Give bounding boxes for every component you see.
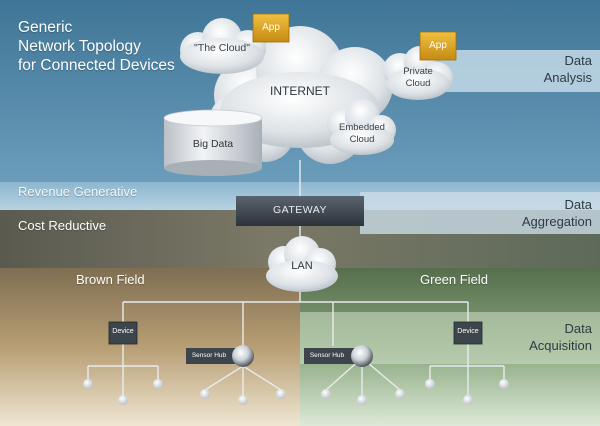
data-aggregation-line-1: Data [564,197,592,212]
big-data-label: Big Data [192,138,234,150]
internet-label: INTERNET [270,84,330,98]
title-line-2: Network Topology [18,38,141,55]
embedded-cloud-line-1: Embedded [339,122,385,133]
data-analysis-label: Data Analysis [492,52,592,86]
device-box-left [108,321,138,345]
revenue-generative-label: Revenue Generative [18,184,138,199]
big-data-cylinder [163,109,263,176]
analysis-label-band [430,50,600,92]
data-acquisition-line-1: Data [564,321,592,336]
cost-reductive-label: Cost Reductive [18,218,107,233]
gateway-box [236,196,364,226]
data-acquisition-label: Data Acquisition [492,320,592,354]
embedded-cloud [327,99,396,155]
device-left-label: Device [112,328,134,335]
embedded-cloud-line-2: Cloud [349,134,375,145]
title-line-1: Generic [18,19,73,36]
sensor-hub-node-right [351,345,373,367]
sensor-dots [83,379,509,405]
device-box-right [453,321,483,345]
the-cloud-label: "The Cloud" [194,42,250,54]
sensor-hub-left-label: Sensor Hub [191,352,227,359]
brown-field-area [0,268,300,426]
app-left-label: App [262,22,280,33]
title-line-3: for Connected Devices [18,57,175,74]
lan-cloud [266,236,338,292]
private-cloud-line-2: Cloud [405,78,431,89]
sensor-hub-bar-right [304,348,354,364]
data-analysis-line-1: Data [564,53,592,68]
lan-label: LAN [291,260,313,272]
data-acquisition-line-2: Acquisition [529,338,592,353]
private-cloud-line-1: Private [403,66,433,77]
data-analysis-line-2: Analysis [543,70,592,85]
sensor-hub-right-label: Sensor Hub [309,352,345,359]
app-box-right [419,31,457,61]
sensor-hub-bar-left [186,348,236,364]
gateway-label: GATEWAY [272,204,328,216]
device-right-label: Device [457,328,479,335]
sensor-hub-node-left [232,345,254,367]
green-field-label: Green Field [420,272,488,287]
app-right-label: App [429,40,447,51]
embedded-cloud-label: Embedded Cloud [332,122,392,146]
data-aggregation-label: Data Aggregation [492,196,592,230]
diagram-title: Generic Network Topology for Connected D… [18,18,238,75]
the-cloud [180,18,266,74]
connector-lines [87,160,505,396]
aggregation-label-band [360,192,600,234]
app-box-left [252,13,290,43]
brown-field-label: Brown Field [76,272,145,287]
private-cloud-label: Private Cloud [388,66,448,90]
data-aggregation-line-2: Aggregation [521,214,592,229]
